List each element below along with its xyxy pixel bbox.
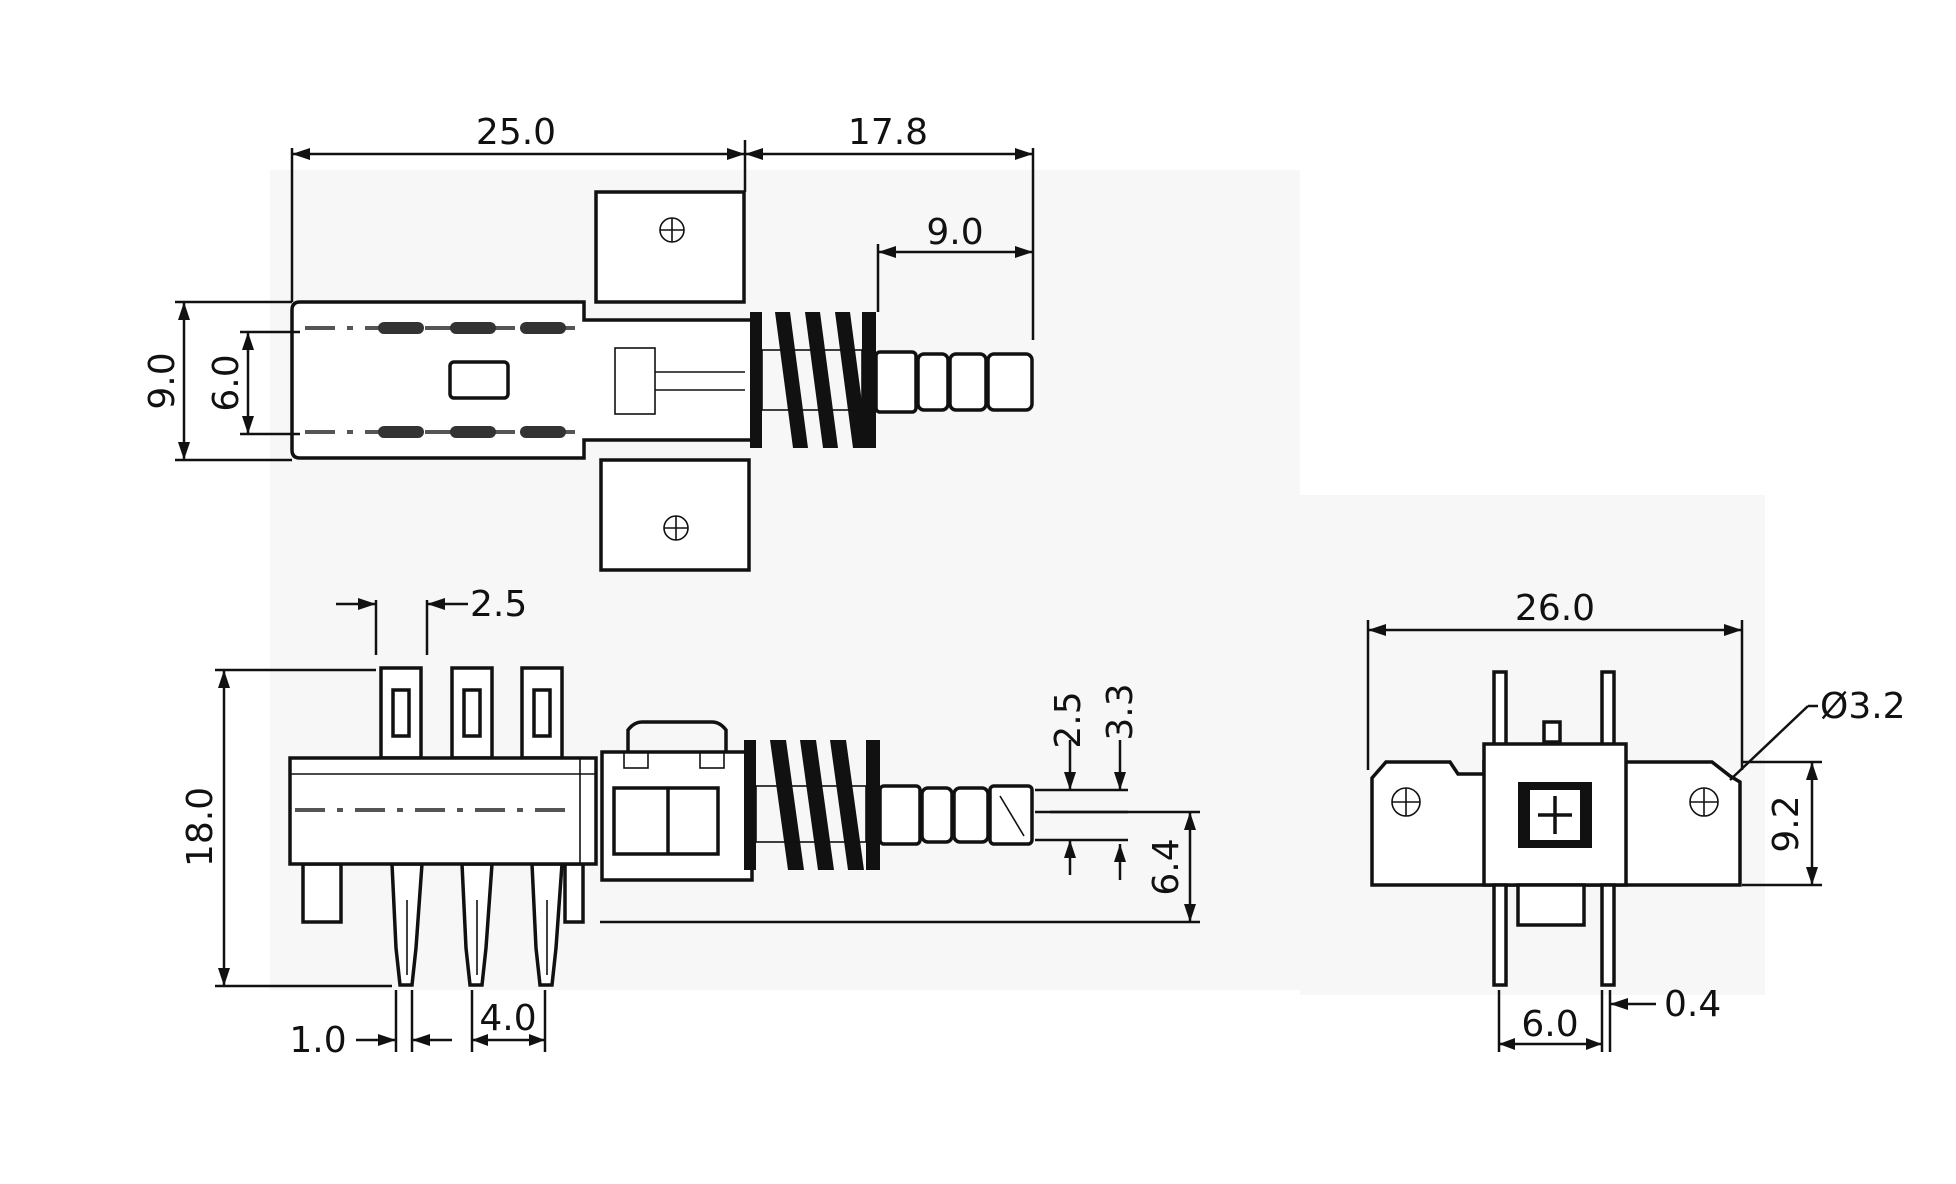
side-slider-block	[600, 750, 754, 882]
front-lower-block	[1516, 883, 1586, 927]
side-view: 2.5 18.0 1.0 4.0 2.5	[180, 584, 1200, 1061]
dim-body-width: 9.0	[142, 352, 183, 409]
side-lug-2	[450, 666, 494, 760]
side-slider-hood	[626, 720, 728, 752]
side-slider-window	[612, 786, 720, 856]
side-post	[301, 862, 343, 924]
top-spring	[750, 312, 876, 448]
dim-pin-width: 1.0	[289, 1020, 346, 1061]
top-window	[448, 360, 510, 400]
dim-stem-tip-a: 2.5	[1048, 691, 1089, 748]
dim-stem-tip-b: 3.3	[1100, 683, 1141, 740]
dim-hole-diameter: Ø3.2	[1820, 686, 1906, 727]
front-bottom-lead-right	[1600, 883, 1616, 987]
bottom-bracket	[599, 458, 751, 572]
side-stem	[878, 784, 1034, 846]
top-slider	[614, 347, 656, 415]
dim-height: 18.0	[180, 787, 221, 867]
dim-inner-width: 6.0	[206, 354, 247, 411]
front-bottom-lead-left	[1492, 883, 1508, 987]
dim-stem-offset: 6.4	[1146, 838, 1187, 895]
dim-actuator-length: 17.8	[848, 112, 928, 153]
dim-lead-thickness: 0.4	[1664, 984, 1721, 1025]
dim-lead-spacing: 6.0	[1521, 1004, 1578, 1045]
front-view: 26.0 Ø3.2 9.2 6.0 0.4	[1366, 588, 1906, 1052]
side-lug-1	[379, 666, 423, 760]
side-lug-3	[520, 666, 564, 760]
dim-pin-spacing: 4.0	[479, 998, 536, 1039]
dim-body-length: 25.0	[476, 112, 556, 153]
dim-overall-width: 26.0	[1515, 588, 1595, 629]
top-bracket	[594, 190, 746, 304]
dim-flange-height: 9.2	[1766, 795, 1807, 852]
side-spring	[744, 740, 880, 870]
dim-stem-length: 9.0	[926, 212, 983, 253]
top-stem	[874, 350, 1034, 414]
top-view: 25.0 17.8 9.0 9.0 6.0	[142, 112, 1035, 572]
dim-pin-pitch: 2.5	[470, 584, 527, 625]
top-housing	[290, 300, 758, 460]
